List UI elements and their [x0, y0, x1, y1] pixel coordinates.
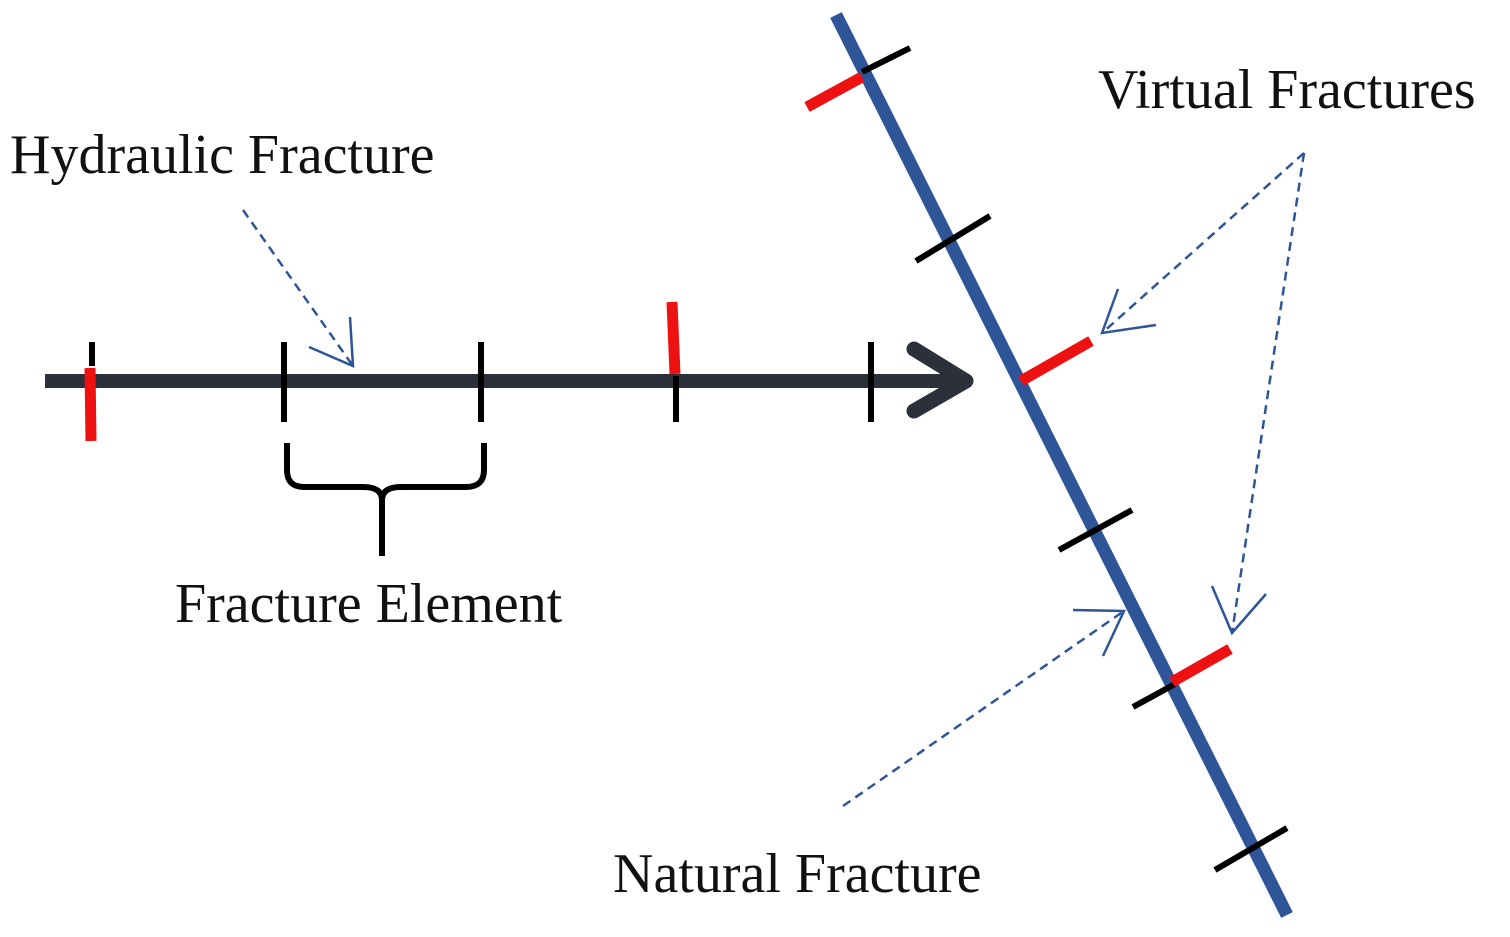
virtual-fracture-nf-lower — [1169, 644, 1233, 687]
virtual-fracture-hf-left — [84, 367, 97, 442]
arrowhead-icon — [308, 316, 355, 368]
hydraulic-fracture-virtual-fractures — [84, 301, 681, 442]
arrowhead-icon — [1072, 608, 1126, 657]
natural-fracture-virtual-fractures — [804, 72, 1233, 687]
hydraulic-fracture-element-ticks — [89, 342, 874, 422]
virtual-fracture-pointer-arrow-upper — [1101, 152, 1305, 334]
nf-tick — [1131, 681, 1177, 710]
arrowhead-icon — [1100, 288, 1157, 335]
nf-tick — [1057, 507, 1134, 553]
natural-fracture-line — [830, 12, 1293, 918]
natural-fracture-pointer-arrow — [842, 609, 1125, 808]
fracture-element-bracket — [284, 443, 487, 556]
hydraulic-fracture-pointer-arrow — [241, 209, 355, 367]
fracture-element-label: Fracture Element — [175, 573, 563, 635]
annotation-arrows — [241, 152, 1306, 808]
nf-tick — [1213, 825, 1289, 873]
hydraulic-fracture-label: Hydraulic Fracture — [10, 124, 434, 186]
virtual-fracture-nf-top — [804, 72, 865, 112]
annotation-arrowheads — [308, 288, 1267, 657]
nf-tick — [914, 213, 992, 264]
virtual-fracture-hf-middle — [666, 301, 681, 375]
virtual-fractures-label: Virtual Fractures — [1098, 59, 1476, 121]
nf-tick — [860, 45, 912, 75]
natural-fracture-element-ticks — [860, 45, 1289, 873]
virtual-fracture-nf-middle — [1018, 336, 1094, 386]
virtual-fracture-pointer-arrow-lower — [1230, 152, 1306, 634]
arrowhead-icon — [1210, 585, 1267, 636]
hydraulic-fracture-arrowhead — [906, 341, 974, 419]
natural-fracture-label: Natural Fracture — [613, 843, 981, 905]
